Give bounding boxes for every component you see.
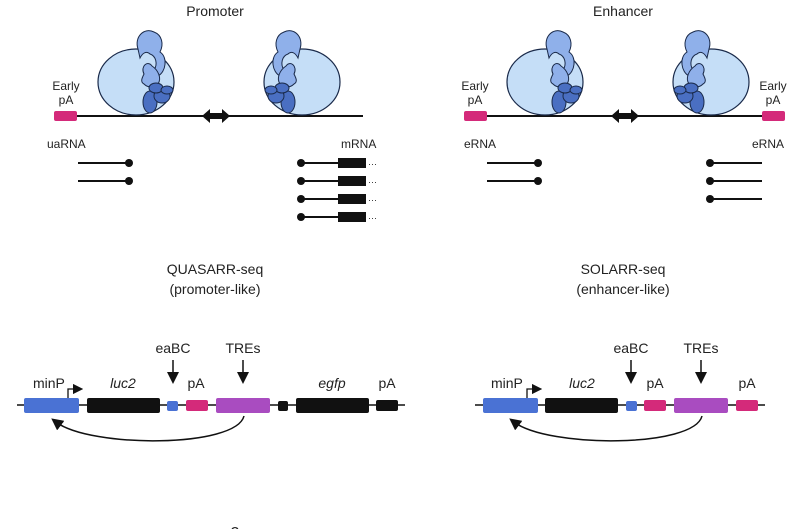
small-element-box [278, 401, 288, 411]
enhancer-title: Enhancer [593, 3, 653, 19]
erna-right-transcripts [706, 159, 762, 203]
eabc-label: eaBC [613, 340, 648, 356]
quasarr-subtitle: (promoter-like) [169, 281, 260, 297]
luc2-box [545, 398, 618, 413]
luc2-box [87, 398, 160, 413]
uarna-label: uaRNA [47, 137, 86, 151]
minp-box [483, 398, 538, 413]
svg-text:···: ··· [368, 177, 377, 187]
pa2-box [736, 400, 758, 411]
tss-arrow-icon [526, 383, 543, 398]
solarr-title: SOLARR-seq [581, 261, 666, 277]
footer-partial-text: 2 [231, 525, 240, 529]
pa1-label: pA [646, 375, 664, 391]
egfp-label: egfp [318, 375, 345, 391]
bidirectional-arrow-icon [611, 109, 639, 123]
mrna-label: mRNA [341, 137, 376, 151]
svg-text:···: ··· [368, 159, 377, 169]
rna-polymerase-right-icon [263, 30, 341, 116]
bidirectional-arrow-icon [202, 109, 230, 123]
solarr-subtitle: (enhancer-like) [576, 281, 669, 297]
looping-arrow-icon [509, 415, 703, 442]
svg-text:···: ··· [368, 213, 377, 223]
minp-label: minP [491, 375, 523, 391]
luc2-label: luc2 [569, 375, 595, 391]
erna-left-label: eRNA [464, 137, 496, 151]
erna-left-transcripts [487, 159, 542, 185]
quasarr-title: QUASARR-seq [167, 261, 263, 277]
egfp-box [296, 398, 369, 413]
minp-label: minP [33, 375, 65, 391]
promoter-title: Promoter [186, 3, 244, 19]
early-pa-left-label: pA [468, 93, 483, 107]
tres-label: TREs [226, 340, 261, 356]
eabc-label: eaBC [155, 340, 190, 356]
early-pa-left-label: Early [461, 79, 488, 93]
tres-label: TREs [684, 340, 719, 356]
enhancer-panel: Enhancer Early pA Early pA eRNA eRNA [461, 3, 787, 203]
early-pa-left-box [464, 111, 487, 121]
pa2-box [376, 400, 398, 411]
early-pa-right-label: Early [759, 79, 786, 93]
uarna-transcripts [78, 159, 133, 185]
pa1-label: pA [187, 375, 205, 391]
early-pa-right-label: pA [766, 93, 781, 107]
pa1-box [186, 400, 208, 411]
rna-polymerase-left-icon [506, 30, 584, 116]
pa2-label: pA [738, 375, 756, 391]
rna-polymerase-left-icon [97, 30, 175, 116]
early-pa-label: Early [52, 79, 79, 93]
luc2-label: luc2 [110, 375, 136, 391]
looping-arrow-icon [51, 415, 245, 442]
rna-polymerase-right-icon [672, 30, 750, 116]
pa1-box [644, 400, 666, 411]
minp-box [24, 398, 79, 413]
tss-arrow-icon [67, 383, 84, 398]
eabc-box [167, 401, 178, 411]
early-pa-right-box [762, 111, 785, 121]
eabc-box [626, 401, 637, 411]
erna-right-label: eRNA [752, 137, 784, 151]
pa2-label: pA [378, 375, 396, 391]
promoter-panel: Promoter Early pA uaRNA mRNA ··· ··· ···… [47, 3, 377, 223]
svg-text:···: ··· [368, 195, 377, 205]
solarr-construct: SOLARR-seq (enhancer-like) minP luc2 eaB… [475, 261, 765, 442]
early-pa-label: pA [59, 93, 74, 107]
mrna-transcripts: ··· ··· ··· ··· [297, 158, 377, 223]
tres-box [674, 398, 728, 413]
quasarr-construct: QUASARR-seq (promoter-like) minP luc2 ea… [17, 261, 405, 442]
tres-box [216, 398, 270, 413]
early-pa-box [54, 111, 77, 121]
